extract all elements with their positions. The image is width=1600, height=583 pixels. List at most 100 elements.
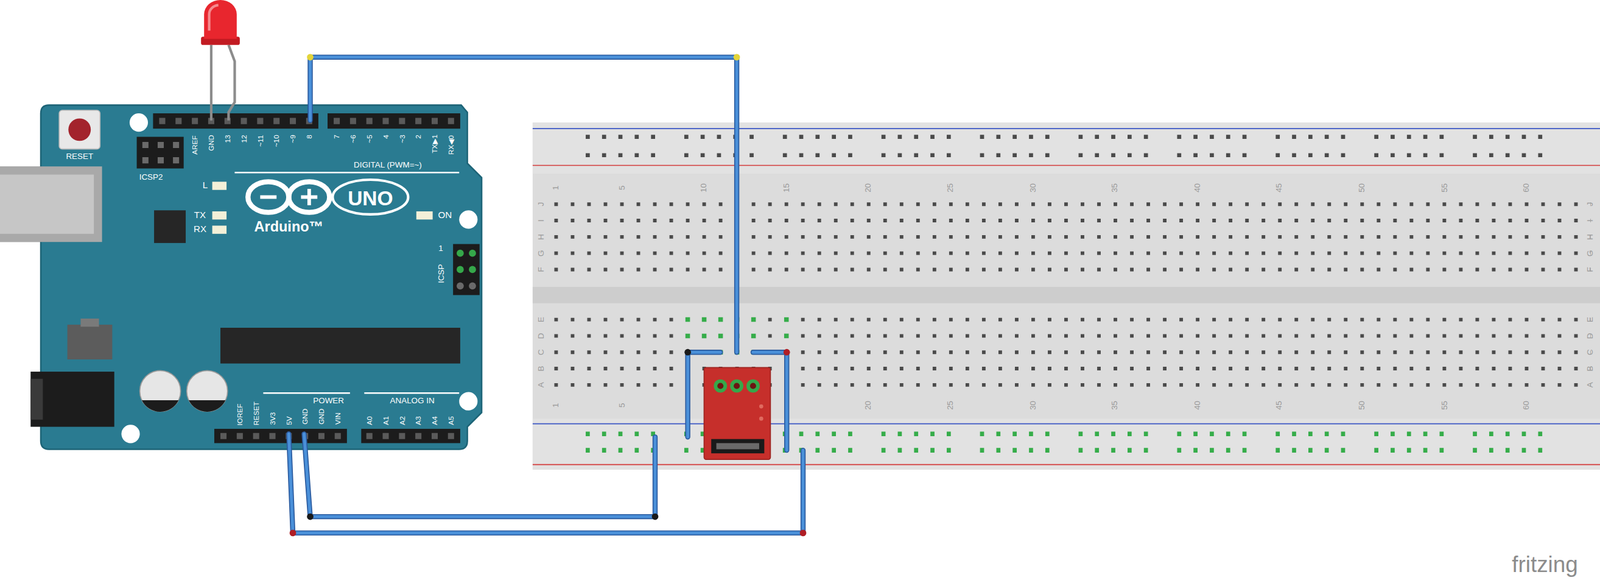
module-connector-slot (716, 442, 760, 449)
header-pins (333, 118, 461, 125)
mounting-hole (129, 113, 148, 132)
logo-plus (307, 188, 312, 206)
board-label: 5V (284, 415, 293, 425)
breadboard-index: 60 (1522, 183, 1531, 193)
board-label: UNO (347, 187, 394, 209)
rail-line-red (532, 463, 1600, 466)
breadboard-index: 20 (864, 400, 873, 410)
icsp-pin (468, 281, 477, 290)
capacitor-mark (141, 400, 179, 412)
power-rail-strip (532, 122, 1600, 174)
uno-oval (332, 179, 408, 215)
wire-bend (652, 513, 659, 520)
board-label: A0 (365, 415, 374, 425)
mounting-hole (121, 424, 140, 443)
module-pin-hole (750, 382, 757, 390)
breadboard-index: 45 (1276, 183, 1285, 193)
breadboard-index: D (537, 333, 546, 340)
analog-header (361, 428, 461, 443)
icsp-pin (456, 266, 464, 274)
led-leg (228, 45, 235, 121)
icsp-pin (456, 249, 464, 257)
board-label: Arduino™ (254, 219, 324, 234)
wire (687, 351, 721, 437)
header-pins (158, 121, 460, 436)
digital-header (327, 113, 461, 129)
board-label: ANALOG IN (390, 396, 435, 405)
board-label: 12 (240, 134, 248, 143)
header-pins (366, 432, 460, 439)
breadboard-index: 45 (1276, 400, 1285, 410)
board-label: A4 (431, 415, 439, 425)
silkscreen-line (364, 392, 460, 394)
breadboard-index: G (537, 249, 546, 256)
breadboard-index: 40 (1193, 400, 1202, 410)
board-label: GND (317, 408, 326, 425)
breadboard-index: I (537, 219, 546, 222)
board-label: IOREF (236, 403, 244, 425)
breadboard-index: 15 (782, 183, 791, 193)
breadboard-index: F (537, 266, 546, 272)
breadboard-index: J (537, 202, 546, 207)
power-header (214, 428, 348, 443)
hole-grid (554, 203, 1591, 385)
power-jack (30, 371, 114, 427)
usb-chip (154, 210, 186, 243)
reset-button (59, 110, 100, 150)
rail-line-red (532, 164, 1600, 167)
module-dot (759, 416, 764, 421)
icsp2-header (136, 136, 184, 169)
logo-minus (259, 195, 277, 200)
board-label: ~11 (256, 134, 265, 147)
wire-bend (306, 513, 314, 520)
board-label: VIN (334, 412, 342, 425)
power-rail-strip (532, 418, 1600, 470)
hole-row (554, 317, 1591, 322)
breadboard-index: 25 (946, 400, 955, 410)
breadboard-index: 55 (1440, 400, 1449, 410)
breadboard-index: 35 (1111, 400, 1120, 410)
board-label: 7 (333, 134, 341, 139)
wire (288, 433, 804, 533)
breadboard-index: 50 (1358, 400, 1367, 410)
breadboard-index: E (537, 316, 546, 323)
hole-row (784, 333, 790, 339)
breadboard-index: H (537, 233, 546, 240)
board-label: TX (194, 210, 206, 220)
hole-row (554, 202, 1591, 206)
wire-bend (306, 53, 314, 61)
board-label: RX◀0 (447, 134, 455, 155)
board-label: 4 (382, 134, 390, 139)
board-label: A3 (414, 415, 422, 425)
mounting-hole (459, 210, 478, 229)
digital-header (152, 113, 319, 129)
icsp-header (452, 244, 480, 296)
wire-bend (783, 348, 791, 356)
board-label: 13 (224, 134, 232, 143)
hole-row (554, 218, 1591, 223)
board-label: AREF (191, 135, 199, 155)
board-label: L (202, 180, 208, 190)
voltage-regulator-tab (80, 318, 99, 327)
board-label: ~5 (365, 134, 374, 143)
breadboard-index: G (1586, 249, 1595, 256)
breadboard-index: C (537, 348, 546, 355)
wire (310, 57, 738, 352)
silkscreen-line (263, 392, 350, 394)
breadboard-index: E (1586, 316, 1595, 323)
silkscreen-line (234, 171, 460, 174)
board-label: GND (301, 408, 309, 425)
hole-row (554, 333, 1591, 338)
led-highlight (209, 4, 219, 31)
board-label: ON (437, 210, 452, 220)
breadboard-index: I (1586, 219, 1595, 222)
breadboard-index: J (1586, 202, 1595, 207)
breadboard-index: 35 (1111, 183, 1120, 193)
module-connector (711, 438, 765, 453)
breadboard-index: 1 (552, 403, 561, 408)
board-label: RX (193, 225, 207, 235)
board-label: ICSP2 (139, 173, 164, 182)
breadboard-index: 5 (617, 185, 626, 190)
board-label: A1 (382, 415, 390, 425)
